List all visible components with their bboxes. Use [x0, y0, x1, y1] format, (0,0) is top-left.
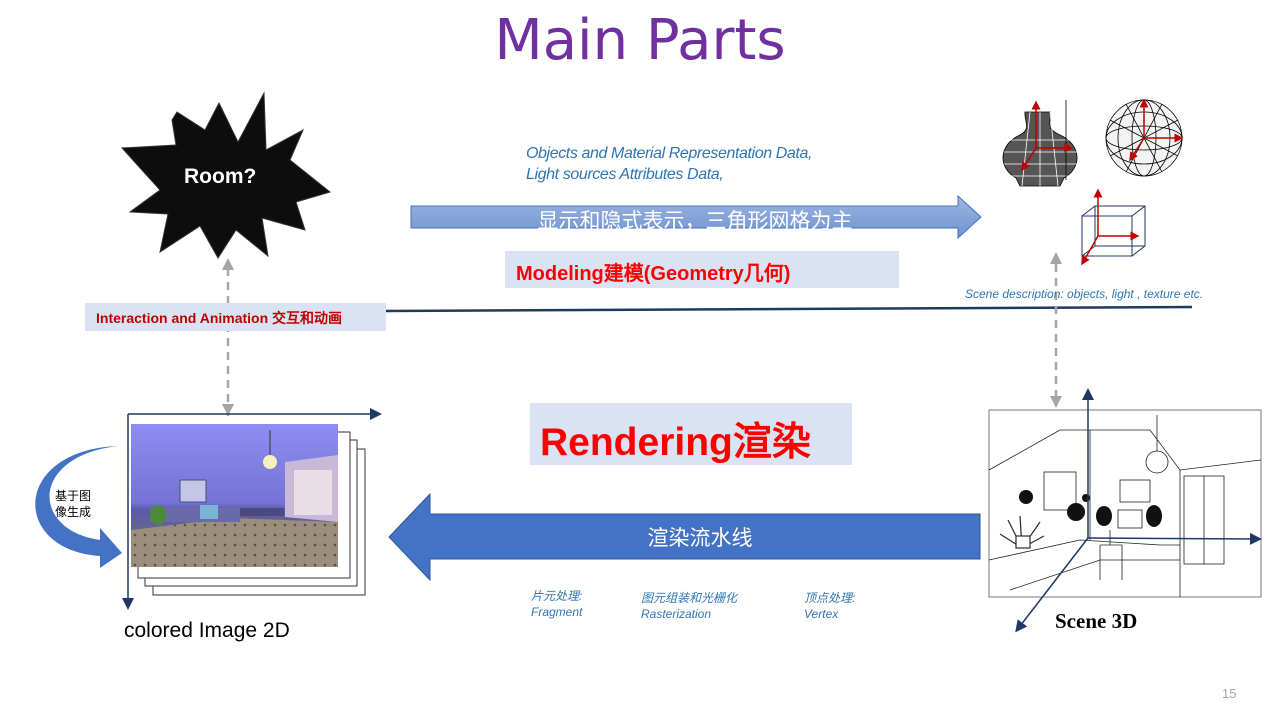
slide-title: Main Parts: [494, 8, 786, 73]
rendering-label: Rendering渲染: [540, 421, 811, 464]
modeling-arrow: [410, 194, 982, 240]
starburst-icon: [120, 91, 332, 259]
modeling-data-text: Objects and Material Representation Data…: [526, 143, 812, 185]
divider-line: [385, 305, 1193, 313]
image-2d-label: colored Image 2D: [124, 619, 290, 642]
stage-vertex-cn: 顶点处理:: [804, 591, 856, 605]
scene-description-text: Scene description: objects, light , text…: [965, 287, 1204, 301]
colored-room-image: [131, 424, 338, 567]
stage-rasterization-en: Rasterization: [641, 607, 712, 621]
modeling-arrow-label: 显示和隐式表示，三角形网格为主: [537, 209, 853, 233]
pipeline-arrow-label: 渲染流水线: [647, 526, 753, 550]
rendering-pipeline-arrow: [388, 492, 981, 582]
modeling-data-line-2: Light sources Attributes Data,: [526, 166, 724, 183]
stage-fragment-cn: 片元处理:: [531, 589, 583, 603]
interaction-label: Interaction and Animation 交互和动画: [96, 310, 343, 326]
page-number: 15: [1222, 686, 1237, 701]
stage-fragment: 片元处理: Fragment: [531, 588, 582, 620]
modeling-label-box: [505, 251, 899, 288]
rendering-label-box: [530, 403, 852, 465]
image-based-curve-arrow: [35, 446, 122, 568]
room-question-label: Room?: [184, 165, 257, 188]
interaction-label-box: [85, 303, 386, 331]
stage-rasterization-cn: 图元组装和光栅化: [641, 591, 738, 605]
modeling-label: Modeling建模(Geometry几何): [516, 263, 791, 285]
stage-fragment-en: Fragment: [531, 605, 583, 619]
stage-vertex: 顶点处理: Vertex: [804, 590, 855, 622]
stage-rasterization: 图元组装和光栅化 Rasterization: [641, 590, 737, 622]
scene-3d-drawing: [988, 409, 1262, 598]
vase-wireframe-icon: [1002, 100, 1078, 187]
scene-3d-label: Scene 3D: [1055, 609, 1138, 633]
modeling-data-line-1: Objects and Material Representation Data…: [526, 145, 812, 162]
stage-vertex-en: Vertex: [804, 607, 839, 621]
image-based-label: 基于图像生成: [54, 489, 91, 519]
